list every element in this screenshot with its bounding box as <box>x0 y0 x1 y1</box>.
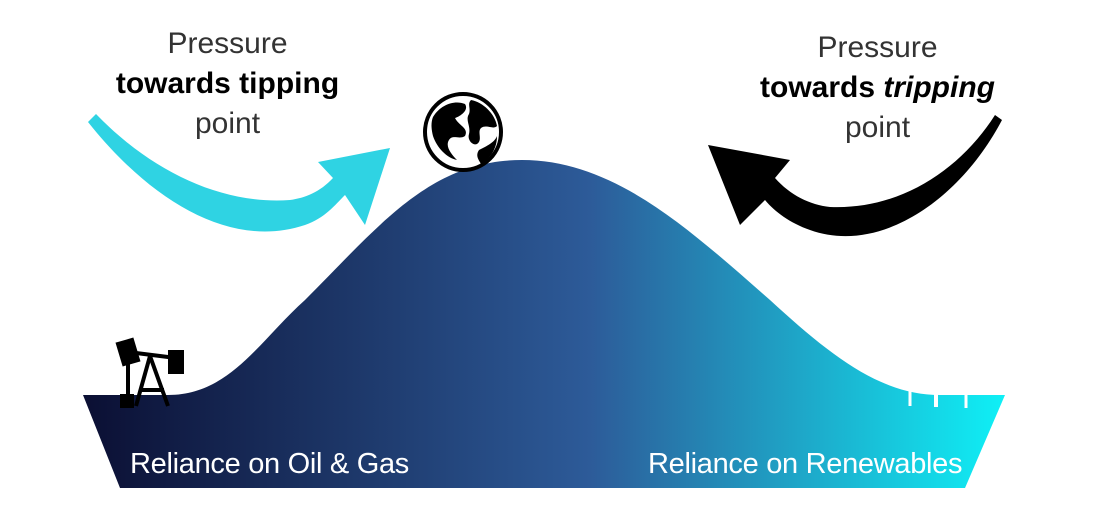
oil-gas-label: Reliance on Oil & Gas <box>130 448 409 480</box>
wind-turbines-icon <box>892 318 985 408</box>
left-pressure-caption: Pressure towards tipping point <box>95 24 360 144</box>
oil-pumpjack-icon <box>115 337 184 408</box>
right-caption-line1: Pressure <box>817 31 938 64</box>
renewables-label: Reliance on Renewables <box>648 448 963 480</box>
left-caption-line1: Pressure <box>167 27 288 60</box>
globe-icon <box>423 92 503 172</box>
right-caption-line2-emphasis: tripping <box>883 71 995 104</box>
right-caption-line2-prefix: towards <box>760 71 884 104</box>
right-caption-line2: towards tripping <box>745 68 1010 108</box>
hill-curve <box>83 160 1005 488</box>
left-caption-line3: point <box>194 107 261 140</box>
right-caption-line3: point <box>844 111 911 144</box>
right-arrow-icon <box>708 115 1002 237</box>
left-caption-line2: towards tipping <box>115 67 340 100</box>
left-arrow-icon <box>88 114 390 232</box>
right-pressure-caption: Pressure towards tripping point <box>745 28 1010 148</box>
